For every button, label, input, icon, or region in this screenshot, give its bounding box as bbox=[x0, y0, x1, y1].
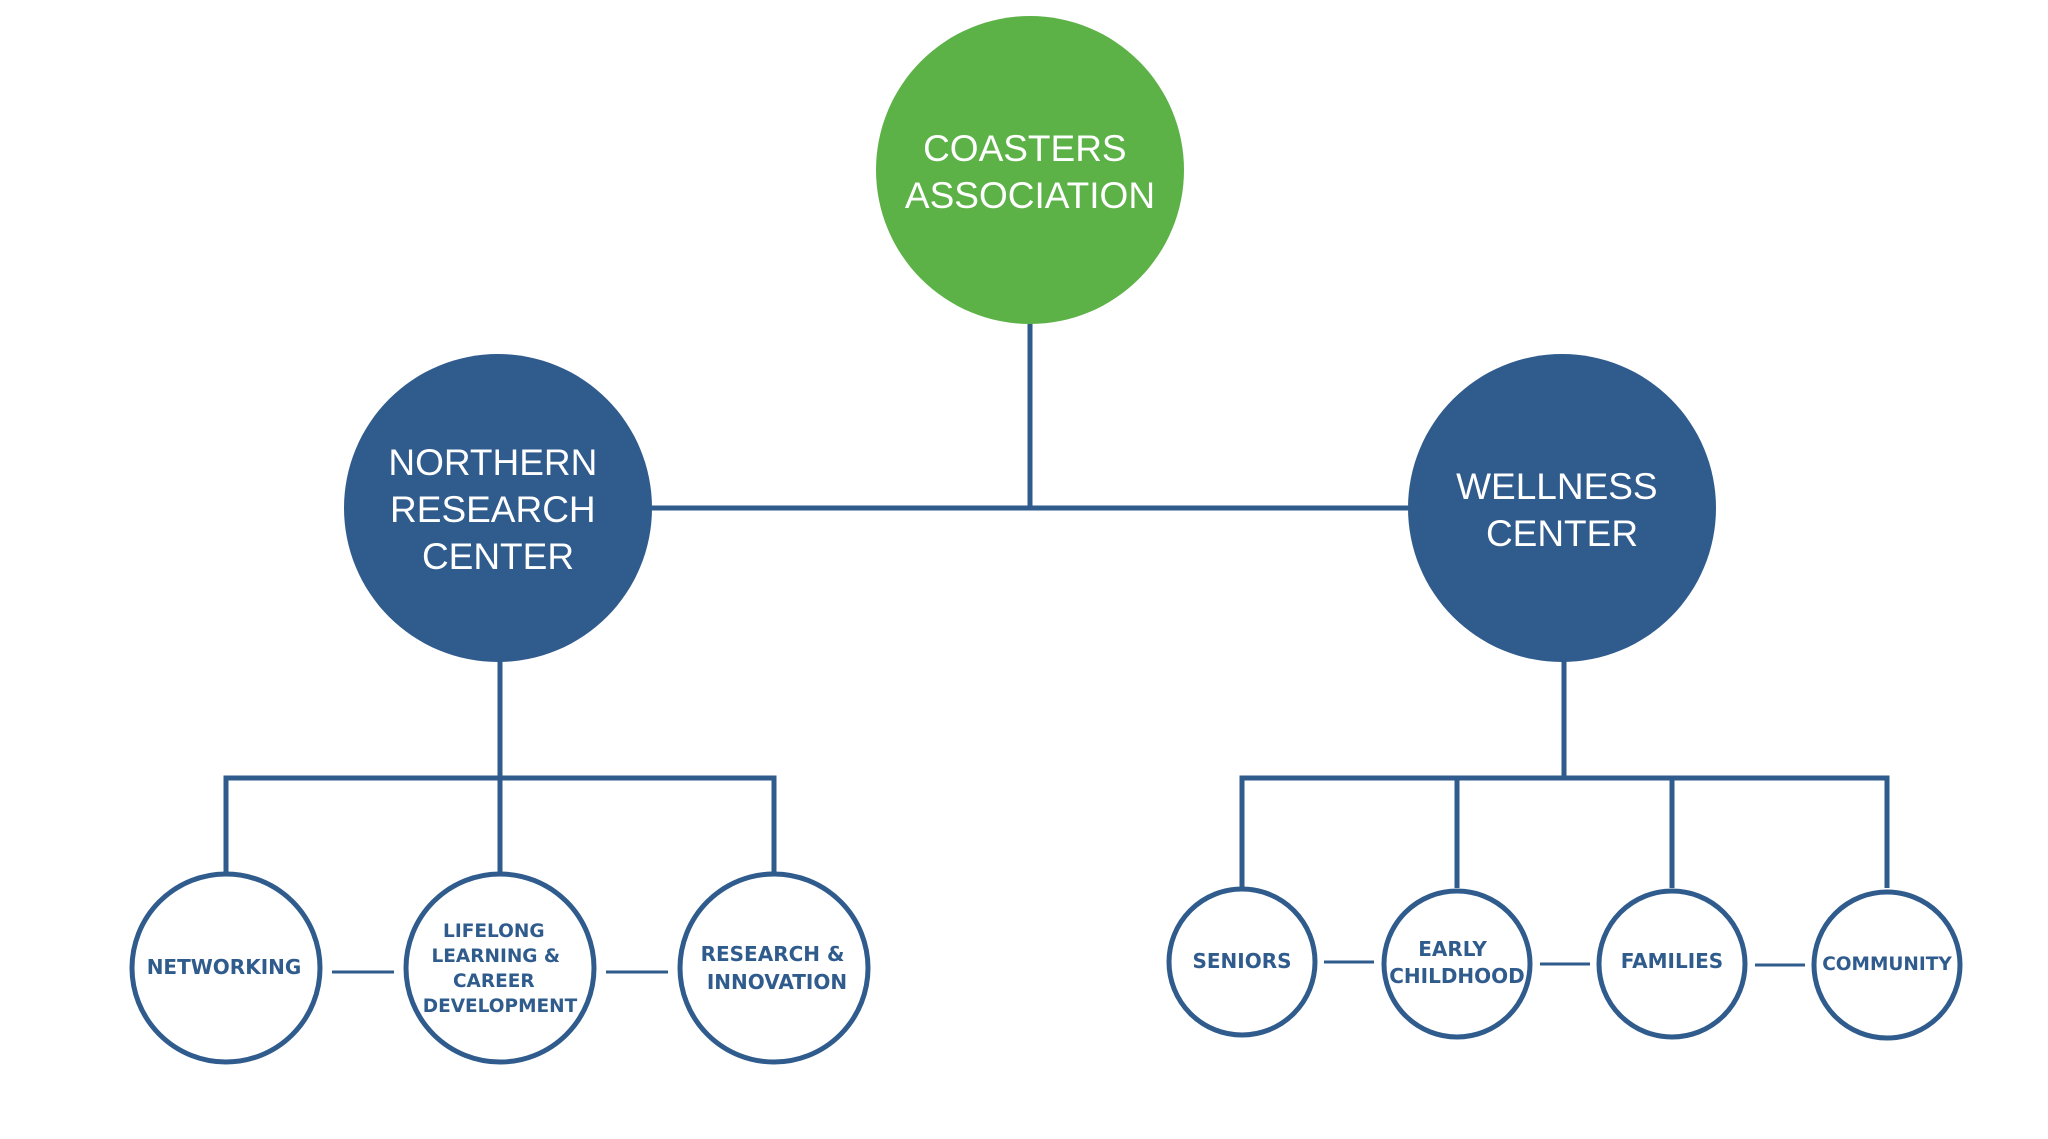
child-label-line: FAMILIES bbox=[1621, 949, 1723, 973]
child-label-line: INNOVATION bbox=[707, 970, 847, 994]
child-circle bbox=[129, 871, 323, 1065]
child-node-community: COMMUNITY bbox=[1811, 889, 1963, 1041]
child-label-line: LIFELONG bbox=[443, 921, 544, 942]
child-label: RESEARCH & INNOVATION bbox=[701, 942, 852, 994]
branch-label: NORTHERN RESEARCH CENTER bbox=[388, 442, 607, 577]
child-label: SENIORS bbox=[1192, 949, 1291, 973]
branch-label: WELLNESS CENTER bbox=[1456, 466, 1668, 554]
child-label-line: CAREER bbox=[453, 971, 535, 992]
child-label-line: NETWORKING bbox=[147, 955, 302, 979]
branch-node-northern-research-center: NORTHERN RESEARCH CENTER bbox=[344, 354, 652, 662]
wellness-children-bracket bbox=[1239, 775, 1890, 888]
root-node: COASTERS ASSOCIATION bbox=[876, 16, 1184, 324]
root-circle bbox=[876, 16, 1184, 324]
child-label-line: DEVELOPMENT bbox=[423, 996, 578, 1017]
branch-label-line: NORTHERN bbox=[388, 442, 597, 483]
child-circle bbox=[403, 871, 597, 1065]
child-node-research-innovation: RESEARCH & INNOVATION bbox=[677, 871, 871, 1065]
root-label: COASTERS ASSOCIATION bbox=[905, 128, 1155, 216]
child-label-line: RESEARCH & bbox=[701, 942, 845, 966]
branch-label-line: WELLNESS bbox=[1456, 466, 1658, 507]
child-circle bbox=[1166, 886, 1318, 1038]
child-label-line: EARLY bbox=[1418, 937, 1487, 961]
child-label-line: COMMUNITY bbox=[1822, 954, 1952, 975]
child-node-seniors: SENIORS bbox=[1166, 886, 1318, 1038]
child-label: FAMILIES bbox=[1621, 949, 1723, 973]
child-label-line: CHILDHOOD bbox=[1389, 964, 1525, 988]
child-circle bbox=[1381, 888, 1533, 1040]
child-label: EARLY CHILDHOOD bbox=[1389, 937, 1525, 988]
child-label-line: LEARNING & bbox=[431, 946, 560, 967]
child-node-early-childhood: EARLY CHILDHOOD bbox=[1381, 888, 1533, 1040]
branch-node-wellness-center: WELLNESS CENTER bbox=[1408, 354, 1716, 662]
branch-label-line: RESEARCH bbox=[390, 489, 596, 530]
child-circle bbox=[1811, 889, 1963, 1041]
child-label-line: SENIORS bbox=[1192, 949, 1291, 973]
child-circle bbox=[1596, 888, 1748, 1040]
child-node-families: FAMILIES bbox=[1596, 888, 1748, 1040]
child-circle bbox=[677, 871, 871, 1065]
child-node-lifelong-learning: LIFELONG LEARNING & CAREER DEVELOPMENT bbox=[403, 871, 597, 1065]
child-node-networking: NETWORKING bbox=[129, 871, 323, 1065]
child-label: COMMUNITY bbox=[1822, 954, 1952, 975]
child-label: LIFELONG LEARNING & CAREER DEVELOPMENT bbox=[423, 921, 578, 1017]
branch-label-line: CENTER bbox=[422, 536, 574, 577]
root-label-line: ASSOCIATION bbox=[905, 175, 1155, 216]
branch-circle bbox=[344, 354, 652, 662]
root-label-line: COASTERS bbox=[923, 128, 1127, 169]
child-label: NETWORKING bbox=[147, 955, 302, 979]
connectors bbox=[223, 310, 1890, 974]
branch-label-line: CENTER bbox=[1486, 513, 1638, 554]
branch-circle bbox=[1408, 354, 1716, 662]
